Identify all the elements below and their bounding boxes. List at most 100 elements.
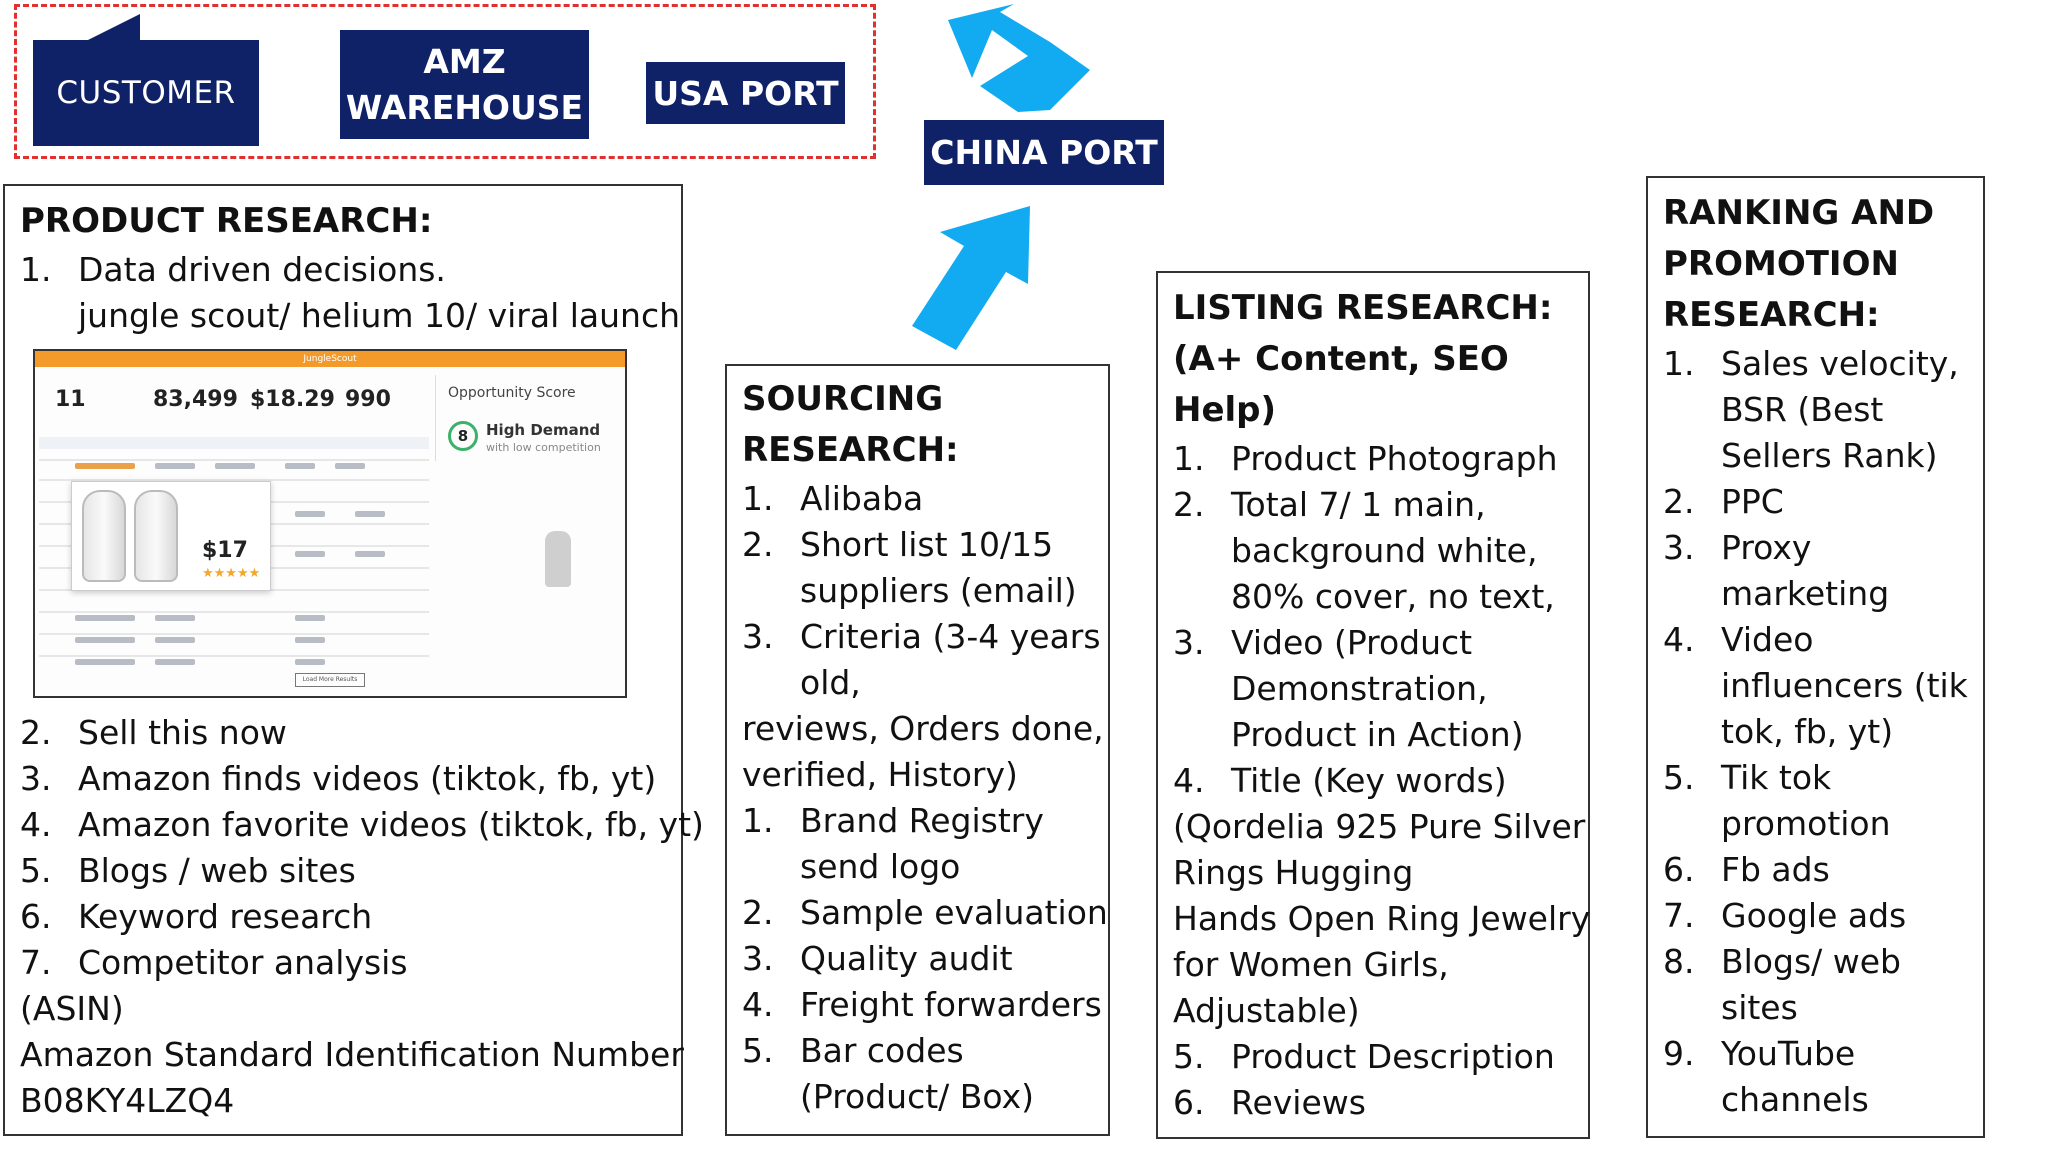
item-number: 2. xyxy=(742,525,774,564)
competition-label: with low competition xyxy=(486,441,601,454)
table-cell xyxy=(295,659,325,665)
title-example-line: Rings Hugging xyxy=(1173,853,1414,892)
item-continuation: 80% cover, no text, xyxy=(1231,577,1555,616)
item-continuation: old, xyxy=(800,663,861,702)
screenshot-table-header xyxy=(39,437,429,449)
item-text: Blogs / web sites xyxy=(78,851,356,890)
listing-item: 1.Product Photograph xyxy=(1173,436,1573,482)
item-continuation: influencers (tik xyxy=(1721,666,1968,705)
blender-bottle-image xyxy=(82,490,126,582)
item-text: Alibaba xyxy=(800,479,924,518)
item-number: 1. xyxy=(1663,344,1695,383)
ranking-heading-line1: RANKING AND xyxy=(1663,193,1935,233)
item-number: 8. xyxy=(1663,942,1695,981)
item-continuation: channels xyxy=(1721,1080,1869,1119)
item-continuation: sites xyxy=(1721,988,1798,1027)
load-more-button: Load More Results xyxy=(295,673,365,687)
item-wrap-line: reviews, Orders done, xyxy=(742,709,1104,748)
sourcing-heading-line1: SOURCING xyxy=(742,379,944,419)
screenshot-stat: 83,499 xyxy=(153,375,238,423)
table-cell xyxy=(295,511,325,517)
table-cell xyxy=(155,637,195,643)
item-number: 2. xyxy=(20,713,52,752)
item-number: 3. xyxy=(1173,623,1205,662)
item-number: 6. xyxy=(20,897,52,936)
item-text: Video xyxy=(1721,620,1814,659)
amz-label-line1: AMZ xyxy=(423,41,506,81)
listing-heading-line3: Help) xyxy=(1173,390,1277,430)
item-text: Product Description xyxy=(1231,1037,1555,1076)
arrow-up-left-icon xyxy=(948,4,1090,112)
item-text: Product Photograph xyxy=(1231,439,1558,478)
table-cell xyxy=(355,551,385,557)
asin-definition: Amazon Standard Identification Number xyxy=(20,1035,684,1074)
table-cell xyxy=(75,615,135,621)
arrow-up-right-icon xyxy=(912,206,1030,350)
amz-warehouse-node: AMZ WAREHOUSE xyxy=(340,30,589,139)
stat-value: $18.29 xyxy=(250,387,335,412)
item-text: Data driven decisions. xyxy=(78,250,446,289)
product-research-item: 3.Amazon finds videos (tiktok, fb, yt) xyxy=(20,756,666,802)
product-research-item: 7.Competitor analysis xyxy=(20,940,666,986)
listing-item: 6.Reviews xyxy=(1173,1080,1573,1126)
table-cell xyxy=(75,637,135,643)
usa-port-node: USA PORT xyxy=(646,62,845,124)
ranking-item: 6.Fb ads xyxy=(1663,847,1968,893)
item-text: Total 7/ 1 main, xyxy=(1231,485,1486,524)
item-continuation: Product in Action) xyxy=(1231,715,1524,754)
table-row xyxy=(39,459,429,461)
product-research-item: 4.Amazon favorite videos (tiktok, fb, yt… xyxy=(20,802,704,848)
destination-group-frame xyxy=(14,4,876,159)
rating-stars: ★★★★★ xyxy=(202,566,261,581)
ranking-item: 8.Blogs/ web xyxy=(1663,939,1968,985)
item-continuation: (Product/ Box) xyxy=(800,1077,1034,1116)
ranking-item: 3.Proxy xyxy=(1663,525,1968,571)
opportunity-score-card: Opportunity Score 8 High Demand with low… xyxy=(435,375,625,461)
item-text: Title (Key words) xyxy=(1231,761,1507,800)
listing-heading-line2: (A+ Content, SEO xyxy=(1173,339,1509,379)
item-number: 7. xyxy=(20,943,52,982)
item-text: Sell this now xyxy=(78,713,287,752)
amz-label-line2: WAREHOUSE xyxy=(345,87,584,127)
item-text: Bar codes xyxy=(800,1031,964,1070)
listing-heading-line1: LISTING RESEARCH: xyxy=(1173,288,1553,328)
table-cell xyxy=(295,637,325,643)
item-number: 6. xyxy=(1663,850,1695,889)
opportunity-title: Opportunity Score xyxy=(448,385,576,401)
jungle-scout-screenshot: JungleScout 11 83,499 $18.29 990 Opportu… xyxy=(33,349,627,698)
product-thumbnail xyxy=(545,531,571,587)
screenshot-topbar: JungleScout xyxy=(35,351,625,367)
item-text: Sample evaluation xyxy=(800,893,1108,932)
item-text: Tik tok xyxy=(1721,758,1832,797)
item-text: PPC xyxy=(1721,482,1784,521)
sourcing-item: 2. Sample evaluation xyxy=(742,890,1108,936)
item-continuation: Demonstration, xyxy=(1231,669,1488,708)
product-popup: $17 ★★★★★ xyxy=(71,481,271,591)
table-cell xyxy=(75,659,135,665)
table-cell xyxy=(295,551,325,557)
table-cell xyxy=(335,463,365,469)
blender-bottle-image xyxy=(134,490,178,582)
stat-value: 990 xyxy=(345,387,391,412)
item-text: Video (Product xyxy=(1231,623,1473,662)
usa-port-label: USA PORT xyxy=(652,73,839,113)
item-continuation: promotion xyxy=(1721,804,1891,843)
item-number: 9. xyxy=(1663,1034,1695,1073)
sourcing-item: 2.Short list 10/15 xyxy=(742,522,1093,568)
item-text: Freight forwarders xyxy=(800,985,1102,1024)
item-text: Brand Registry xyxy=(800,801,1044,840)
item-number: 5. xyxy=(1173,1037,1205,1076)
item-number: 1. xyxy=(742,801,774,840)
item-number: 2. xyxy=(742,893,774,932)
item-number: 2. xyxy=(1173,485,1205,524)
product-price: $17 xyxy=(202,538,248,563)
item-number: 3. xyxy=(742,939,774,978)
sourcing-research-panel: SOURCING RESEARCH: 1.Alibaba 2.Short lis… xyxy=(725,364,1110,1136)
item-subtext: jungle scout/ helium 10/ viral launch xyxy=(78,296,681,335)
table-cell xyxy=(155,659,195,665)
table-cell xyxy=(215,463,255,469)
item-continuation: marketing xyxy=(1721,574,1890,613)
listing-item: 2. Total 7/ 1 main, xyxy=(1173,482,1573,528)
item-number: 4. xyxy=(742,985,774,1024)
sourcing-item: 3.Criteria (3-4 years xyxy=(742,614,1101,660)
